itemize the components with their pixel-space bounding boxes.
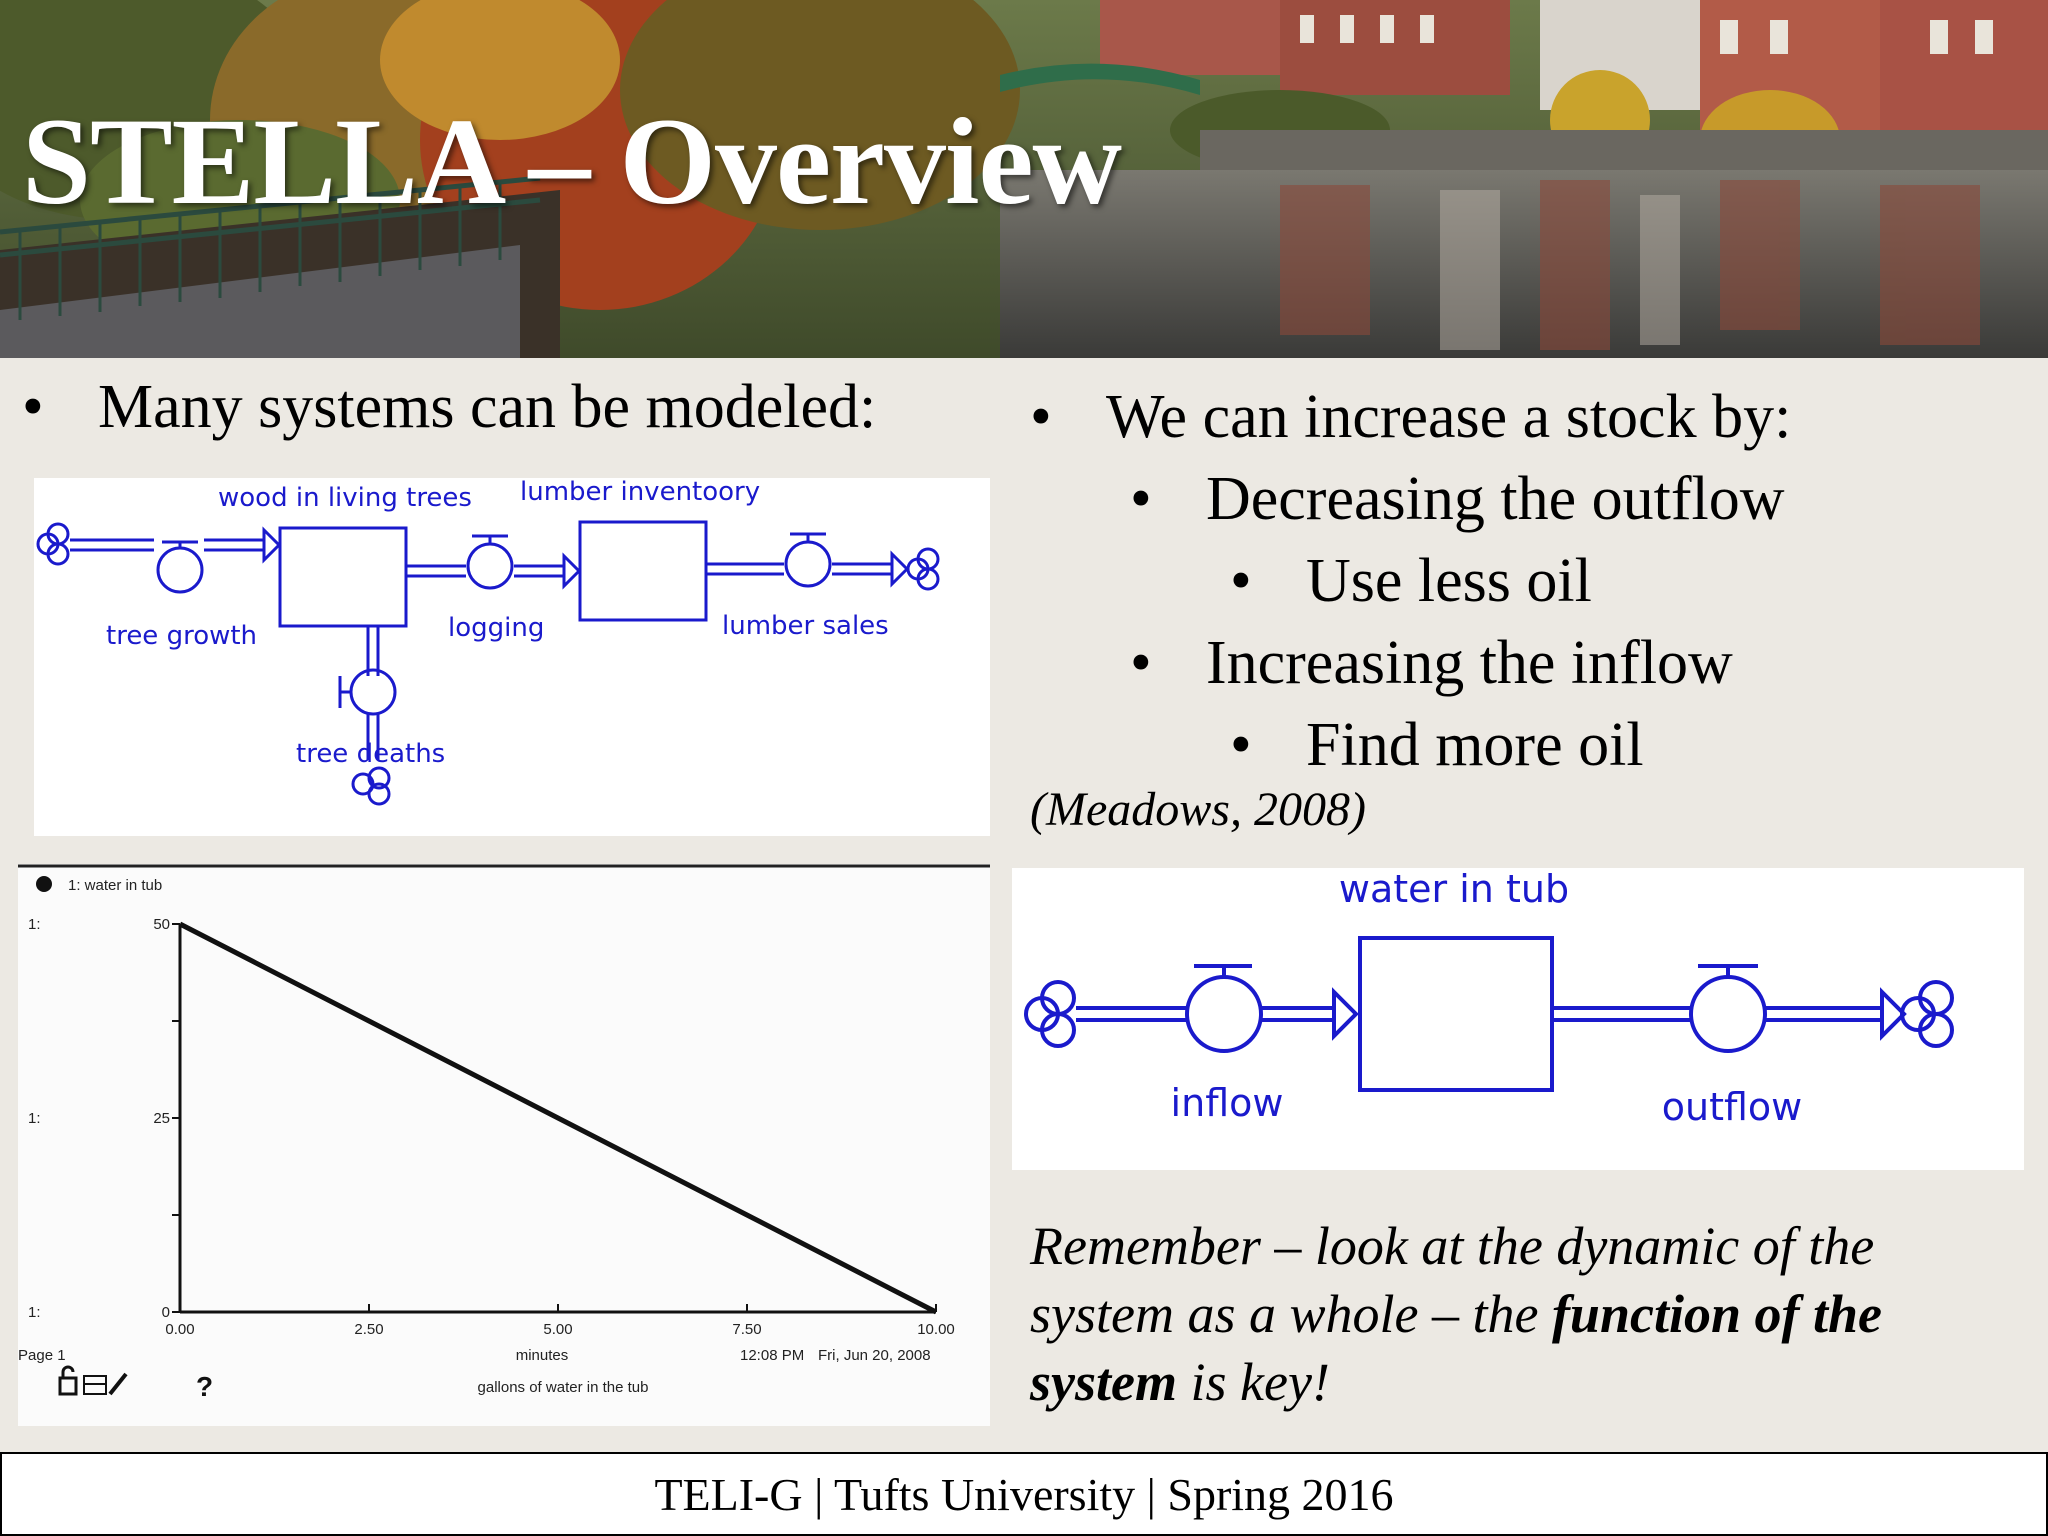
chart-legend: 1: water in tub [68, 877, 162, 894]
flow-outflow-label: outflow [1662, 1085, 1803, 1129]
left-bullet: • Many systems can be modeled: [22, 372, 876, 443]
pin-icon[interactable] [108, 1372, 128, 1396]
slide-footer: TELI-G | Tufts University | Spring 2016 [0, 1452, 2048, 1536]
printer-icon[interactable] [83, 1375, 107, 1395]
stock-lumber-label: lumber inventoory [520, 478, 760, 507]
remember-note: Remember – look at the dynamic of the sy… [1030, 1216, 1882, 1412]
flow-lumber-sales-label: lumber sales [722, 611, 889, 641]
y-series-marker: 1: [28, 916, 41, 933]
death-cloud-icon [351, 766, 391, 806]
x-axis-label: gallons of water in the tub [478, 1379, 649, 1396]
stock-water-in-tub-label: water in tub [1339, 868, 1569, 911]
bullet-use-less-oil: • Use less oil [1030, 540, 2030, 622]
x-tick-label: 10.00 [917, 1321, 955, 1338]
left-bullet-text: Many systems can be modeled: [98, 373, 877, 441]
bullet-dot: • [1130, 465, 1152, 533]
banner-photo [0, 0, 2048, 358]
timestamp-date: Fri, Jun 20, 2008 [818, 1347, 931, 1364]
flow-tree-growth-label: tree growth [106, 621, 257, 651]
footer-text: TELI-G | Tufts University | Spring 2016 [654, 1468, 1394, 1520]
flow-tree-deaths-label: tree deaths [296, 739, 445, 769]
x-unit-label: minutes [516, 1347, 569, 1364]
citation: (Meadows, 2008) [1030, 783, 1366, 836]
bullet-dot: • [1130, 629, 1152, 697]
x-tick-label: 7.50 [732, 1321, 761, 1338]
bullet-increase-stock: • We can increase a stock by: [1030, 376, 2030, 458]
x-tick-label: 0.00 [165, 1321, 194, 1338]
x-tick-label: 2.50 [354, 1321, 383, 1338]
y-tick-label: 50 [153, 916, 170, 933]
y-tick-label: 0 [162, 1304, 170, 1321]
stock-wood-label: wood in living trees [218, 483, 472, 513]
bullet-increase-inflow: • Increasing the inflow [1030, 622, 2030, 704]
bullet-decrease-outflow: • Decreasing the outflow [1030, 458, 2030, 540]
sink-cloud-icon [906, 547, 940, 591]
flow-inflow-label: inflow [1171, 1081, 1284, 1125]
page-label: Page 1 [18, 1347, 66, 1364]
tree-lumber-diagram: wood in living trees lumber inventoory t… [34, 477, 990, 836]
chart-menu-icon[interactable] [36, 876, 52, 892]
remember-bold-2: system [1030, 1352, 1177, 1412]
water-chart-panel: 1: water in tub 1: 1: 1: 0.00 2.50 5.00 7.50 1… [18, 864, 990, 1426]
remember-bold-1: function of the [1551, 1284, 1882, 1344]
sink-cloud-icon [1900, 980, 1954, 1048]
flow-logging-label: logging [448, 613, 544, 643]
bullet-dot: • [22, 373, 44, 441]
slide-title: STELLA – Overview [22, 93, 1122, 230]
source-cloud-icon [36, 522, 70, 566]
timestamp-time: 12:08 PM [740, 1347, 804, 1364]
y-tick-label: 25 [153, 1110, 170, 1127]
source-cloud-icon [1024, 980, 1076, 1048]
bullet-dot: • [1030, 383, 1052, 451]
bullet-dot: • [1230, 711, 1252, 779]
bullet-find-more-oil: • Find more oil [1030, 704, 2030, 786]
bullet-dot: • [1230, 547, 1252, 615]
right-bullet-list: • We can increase a stock by: • Decreasi… [1030, 376, 2030, 786]
lock-icon[interactable] [58, 1365, 78, 1396]
y-series-marker: 1: [28, 1304, 41, 1321]
x-tick-label: 5.00 [543, 1321, 572, 1338]
water-tub-diagram: water in tub inflow outflow [1012, 867, 2024, 1170]
series-line-water-in-tub [178, 921, 938, 1315]
y-series-marker: 1: [28, 1110, 41, 1127]
help-icon[interactable]: ? [196, 1371, 213, 1402]
